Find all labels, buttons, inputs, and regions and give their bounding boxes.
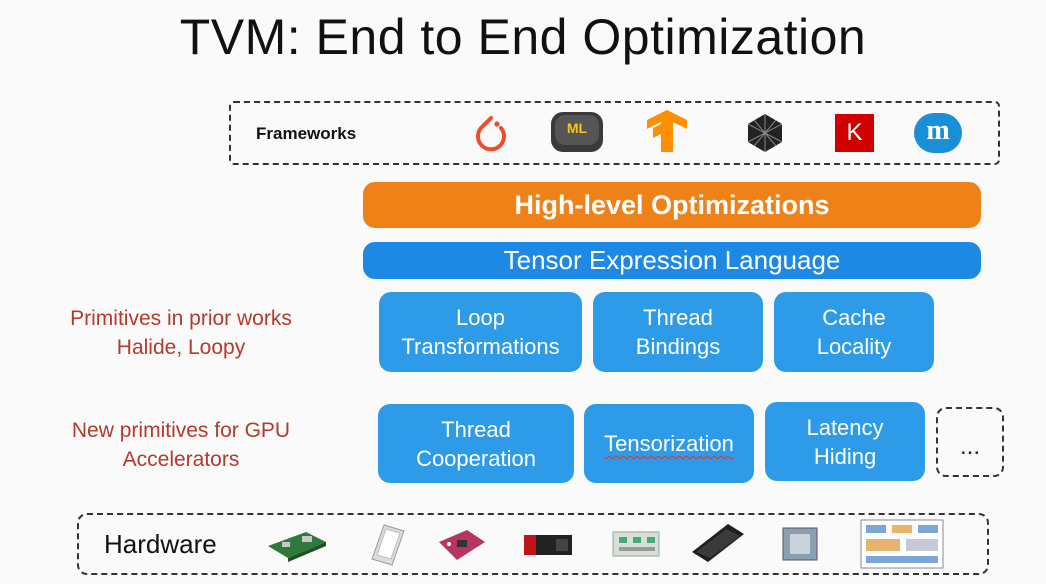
coreml-icon: ML	[549, 110, 605, 154]
gpu-card-icon	[524, 535, 572, 555]
tile-line2: Cooperation	[416, 445, 536, 471]
tensorflow-icon	[647, 110, 687, 152]
tile-line2: Locality	[816, 334, 892, 359]
onnx-icon	[747, 114, 783, 152]
prior-works-label-line1: Primitives in prior works	[70, 307, 292, 330]
hardware-label: Hardware	[104, 529, 217, 559]
accelerator-card-icon	[692, 524, 744, 562]
new-primitives-label-line1: New primitives for GPU	[71, 419, 291, 442]
hardware-box	[77, 513, 989, 575]
slide-title: TVM: End to End Optimization	[179, 9, 867, 65]
coreml-label: ML	[566, 120, 588, 136]
server-board-icon	[612, 531, 660, 557]
tile-line2: Transformations	[401, 334, 560, 359]
keras-icon: K	[835, 114, 874, 152]
tile-line2: Hiding	[813, 443, 877, 469]
cache-locality-tile: Cache Locality	[774, 292, 934, 372]
mxnet-icon: m	[914, 113, 962, 153]
tile-line1: Latency	[806, 414, 884, 440]
thread-cooperation-tile: Thread Cooperation	[378, 404, 574, 483]
prior-works-label-line2: Halide, Loopy	[116, 336, 246, 359]
tile-line1: Cache	[822, 305, 886, 330]
mxnet-letter: m	[926, 115, 950, 146]
tile-line1: Tensorization	[604, 431, 734, 456]
frameworks-box	[229, 101, 1000, 165]
frameworks-label: Frameworks	[256, 124, 357, 143]
thread-bindings-tile: Thread Bindings	[593, 292, 763, 372]
raspberry-pi-icon	[268, 532, 326, 562]
loop-transformations-tile: Loop Transformations	[379, 292, 582, 372]
new-primitives-label-line2: Accelerators	[122, 448, 240, 471]
tile-line2: Bindings	[635, 334, 721, 359]
tile-line1: Thread	[643, 305, 713, 330]
tile-line1: Loop	[456, 305, 505, 330]
prior-works-label: Primitives in prior works Halide, Loopy	[36, 304, 326, 362]
tensorization-tile: Tensorization	[584, 404, 754, 483]
pytorch-icon	[476, 116, 506, 152]
tensor-expression-language-bar: Tensor Expression Language	[363, 242, 981, 279]
new-primitives-label: New primitives for GPU Accelerators	[36, 416, 326, 474]
latency-hiding-tile: Latency Hiding	[765, 402, 925, 481]
smartphone-icon	[371, 524, 405, 566]
tile-line1: Thread	[441, 416, 511, 442]
fpga-board-icon	[439, 530, 485, 560]
cpu-chip-icon	[782, 527, 818, 561]
keras-letter: K	[846, 119, 863, 146]
high-level-optimizations-bar: High-level Optimizations	[363, 182, 981, 228]
more-primitives-box: ...	[936, 407, 1004, 477]
accelerator-diagram-icon	[860, 519, 944, 569]
